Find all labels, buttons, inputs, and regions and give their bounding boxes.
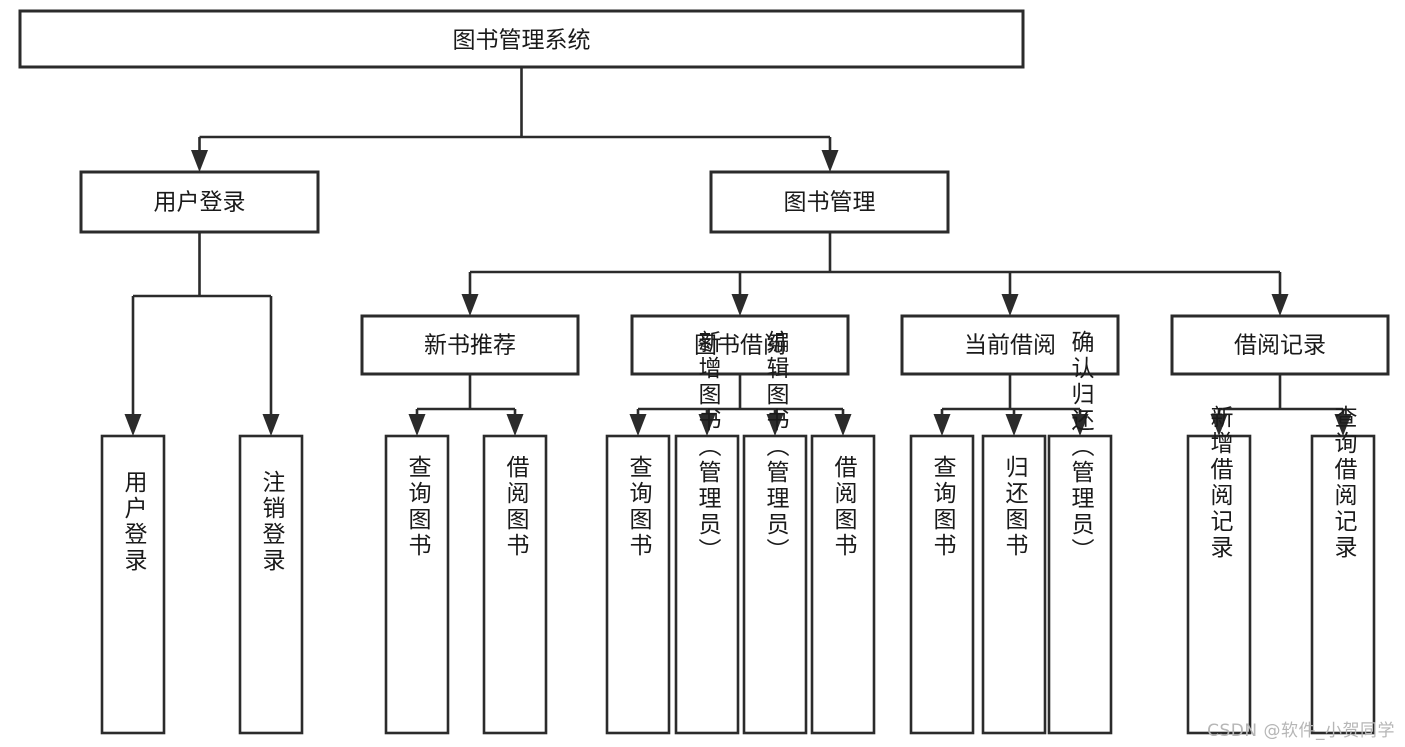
leaf-user-login-box xyxy=(100,434,166,735)
arrow-to-book-manage xyxy=(821,150,839,172)
leaf-query-book-newrec-label: 查询图书 xyxy=(404,455,432,559)
leaf-query-book-current-box xyxy=(909,434,975,735)
leaf-user-login[interactable]: 用户登录 xyxy=(100,434,166,735)
edges-layer xyxy=(124,67,1352,436)
node-borrow-record-box xyxy=(1170,314,1390,376)
leaf-add-borrow-record-label: 新增借阅记录 xyxy=(1206,405,1234,561)
node-new-book-recommend[interactable]: 新书推荐 xyxy=(360,314,580,376)
leaf-borrow-book-box xyxy=(810,434,876,735)
node-book-borrow-box xyxy=(630,314,850,376)
leaf-add-book-admin-box xyxy=(674,434,740,735)
leaf-borrow-book-newrec[interactable]: 借阅图书 xyxy=(482,434,548,735)
arrow-to-leaf-query-book-2 xyxy=(629,414,647,436)
node-new-book-recommend-box xyxy=(360,314,580,376)
leaf-edit-book-admin[interactable]: 编辑图书（管理员） xyxy=(742,330,808,735)
node-current-borrow[interactable]: 当前借阅 xyxy=(900,314,1120,376)
edge-bookborrow-trunk xyxy=(636,374,845,424)
node-user-login-box xyxy=(79,170,320,234)
leaf-add-borrow-record-box xyxy=(1186,434,1252,735)
edge-bookmanage-trunk xyxy=(468,232,1282,304)
node-user-login-label: 用户登录 xyxy=(154,190,246,216)
leaf-logout[interactable]: 注销登录 xyxy=(238,434,304,735)
arrow-to-leaf-edit-book xyxy=(766,414,784,436)
arrow-to-book-borrow xyxy=(731,294,749,316)
node-root-label: 图书管理系统 xyxy=(453,28,591,54)
arrow-to-user-login xyxy=(191,150,208,172)
leaf-add-book-admin[interactable]: 新增图书（管理员） xyxy=(674,330,740,735)
node-current-borrow-box xyxy=(900,314,1120,376)
arrow-to-leaf-confirm-return xyxy=(1071,414,1089,436)
node-new-book-recommend-label: 新书推荐 xyxy=(424,333,516,359)
arrow-to-leaf-logout xyxy=(262,414,280,436)
arrow-to-leaf-add-record xyxy=(1210,414,1228,436)
node-book-borrow-label: 图书借阅 xyxy=(694,333,786,359)
leaf-return-book[interactable]: 归还图书 xyxy=(981,434,1047,735)
leaf-logout-label: 注销登录 xyxy=(258,470,286,574)
leaf-return-book-label: 归还图书 xyxy=(1001,455,1029,559)
node-root-system[interactable]: 图书管理系统 xyxy=(18,9,1025,69)
node-borrow-record-label: 借阅记录 xyxy=(1234,333,1326,359)
edge-userlogin-trunk xyxy=(131,232,273,424)
arrow-to-leaf-borrow-book-1 xyxy=(506,414,524,436)
arrow-to-leaf-return-book xyxy=(1005,414,1023,436)
arrow-to-leaf-add-book xyxy=(698,414,716,436)
arrow-to-new-book-rec xyxy=(461,294,479,316)
leaf-confirm-return-admin[interactable]: 确认归还（管理员） xyxy=(1047,330,1113,735)
node-book-management[interactable]: 图书管理 xyxy=(709,170,950,234)
leaf-query-book-borrow-box xyxy=(605,434,671,735)
leaf-add-book-admin-label: 新增图书（管理员） xyxy=(694,330,722,564)
arrow-to-borrow-record xyxy=(1271,294,1289,316)
edge-borrowrecord-trunk xyxy=(1217,374,1345,424)
arrow-to-leaf-borrow-book-2 xyxy=(834,414,852,436)
leaf-query-borrow-record[interactable]: 查询借阅记录 xyxy=(1310,405,1376,735)
leaf-confirm-return-admin-label: 确认归还（管理员） xyxy=(1067,330,1095,564)
edge-newbookrec-trunk xyxy=(415,374,517,424)
node-book-borrow[interactable]: 图书借阅 xyxy=(630,314,850,376)
leaf-query-borrow-record-label: 查询借阅记录 xyxy=(1330,405,1358,561)
leaf-logout-box xyxy=(238,434,304,735)
leaf-edit-book-admin-box xyxy=(742,434,808,735)
leaf-borrow-book-newrec-label: 借阅图书 xyxy=(502,455,530,559)
arrow-to-leaf-query-book-1 xyxy=(408,414,426,436)
leaf-query-borrow-record-box xyxy=(1310,434,1376,735)
leaf-query-book-borrow[interactable]: 查询图书 xyxy=(605,434,671,735)
leaf-user-login-label: 用户登录 xyxy=(120,470,148,574)
leaf-query-book-borrow-label: 查询图书 xyxy=(625,455,653,559)
node-current-borrow-label: 当前借阅 xyxy=(964,333,1056,359)
leaf-confirm-return-admin-box xyxy=(1047,434,1113,735)
arrow-to-current-borrow xyxy=(1001,294,1019,316)
leaf-query-book-newrec[interactable]: 查询图书 xyxy=(384,434,450,735)
node-book-management-label: 图书管理 xyxy=(784,190,876,216)
leaf-add-borrow-record[interactable]: 新增借阅记录 xyxy=(1186,405,1252,735)
arrow-to-leaf-query-record xyxy=(1334,414,1352,436)
leaf-query-book-current[interactable]: 查询图书 xyxy=(909,434,975,735)
arrow-to-leaf-user-login xyxy=(124,414,142,436)
leaf-return-book-box xyxy=(981,434,1047,735)
node-borrow-record[interactable]: 借阅记录 xyxy=(1170,314,1390,376)
leaf-borrow-book-newrec-box xyxy=(482,434,548,735)
leaf-edit-book-admin-label: 编辑图书（管理员） xyxy=(762,330,790,564)
node-book-management-box xyxy=(709,170,950,234)
node-root-box xyxy=(18,9,1025,69)
leaf-borrow-book[interactable]: 借阅图书 xyxy=(810,434,876,735)
arrow-to-leaf-query-book-3 xyxy=(933,414,951,436)
node-user-login[interactable]: 用户登录 xyxy=(79,170,320,234)
leaf-query-book-newrec-box xyxy=(384,434,450,735)
leaf-borrow-book-label: 借阅图书 xyxy=(830,455,858,559)
leaf-query-book-current-label: 查询图书 xyxy=(929,455,957,559)
edge-root-trunk xyxy=(198,67,832,160)
